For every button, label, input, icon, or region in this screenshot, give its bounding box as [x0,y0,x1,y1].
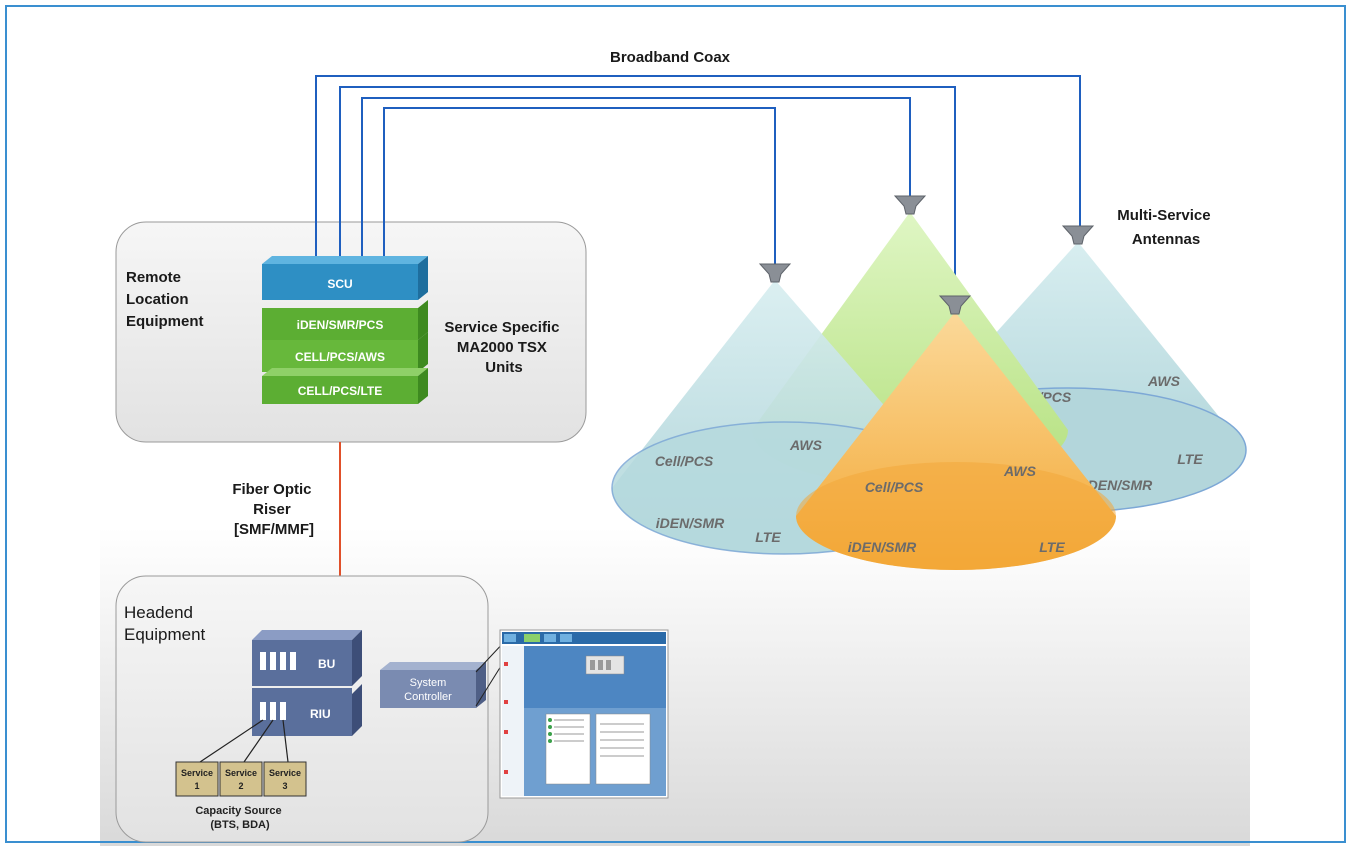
cone-front-aws: AWS [1003,463,1037,479]
svg-text:3: 3 [282,781,287,791]
cone-right-iden: iDEN/SMR [1084,477,1153,493]
riu-service-connectors [199,719,289,763]
bu-unit: BU [252,630,362,686]
antenna-icon [758,263,792,283]
bu-label: BU [318,657,335,671]
coax-cable-3 [361,97,911,256]
tsx-unit-1-label: iDEN/SMR/PCS [297,318,384,332]
cone-front-cellpcs: Cell/PCS [865,479,924,495]
cone-left-cellpcs: Cell/PCS [655,453,714,469]
cone-left-lte: LTE [755,529,781,545]
antenna-cone-front: Cell/PCS AWS iDEN/SMR LTE [796,312,1116,570]
diagram-frame [5,5,1346,843]
multi-service-antennas-label: Multi-Service Antennas [1117,207,1215,248]
system-controller-line-2: Controller [404,691,452,703]
svg-text:2: 2 [238,781,243,791]
cone-left-iden: iDEN/SMR [656,515,725,531]
coax-cable-1 [315,75,1081,256]
cone-front-iden: iDEN/SMR [848,539,917,555]
scu-unit: SCU [262,256,428,300]
svg-text:Service: Service [181,768,213,778]
service-box-3: Service 3 [263,761,307,797]
headend-title: Headend Equipment [124,603,206,644]
tsx-unit-1: iDEN/SMR/PCS [262,300,428,340]
scu-label: SCU [327,277,352,291]
capacity-source-label: Capacity Source (BTS, BDA) [195,805,284,831]
remote-location-title: Remote Location Equipment [126,269,204,330]
service-box-1: Service 1 [175,761,219,797]
system-controller-unit: System Controller [380,662,486,708]
coax-cable-4 [383,107,776,264]
svg-text:1: 1 [194,781,199,791]
cone-right-aws: AWS [1147,373,1181,389]
tsx-unit-3: CELL/PCS/LTE [262,368,428,404]
service-box-2: Service 2 [219,761,263,797]
riu-label: RIU [310,707,331,721]
svg-text:Service: Service [225,768,257,778]
antenna-icon [893,195,927,215]
coax-cables [315,75,1081,296]
system-controller-line-1: System [410,677,447,689]
cone-front-lte: LTE [1039,539,1065,555]
software-screenshot-thumbnail [499,629,669,799]
tsx-unit-3-label: CELL/PCS/LTE [298,384,382,398]
riu-unit: RIU [252,684,362,736]
tsx-units-label: Service Specific MA2000 TSX Units [444,319,563,376]
broadband-coax-label: Broadband Coax [610,49,731,66]
cone-right-lte: LTE [1177,451,1203,467]
antenna-icon [1061,225,1095,245]
coax-cable-2 [339,86,956,296]
tsx-unit-2: CELL/PCS/AWS [262,332,428,372]
fiber-optic-riser-label: Fiber Optic Riser [SMF/MMF] [232,481,315,538]
svg-text:Service: Service [269,768,301,778]
cone-left-aws: AWS [789,437,823,453]
tsx-unit-2-label: CELL/PCS/AWS [295,350,385,364]
antenna-icon [938,295,972,315]
